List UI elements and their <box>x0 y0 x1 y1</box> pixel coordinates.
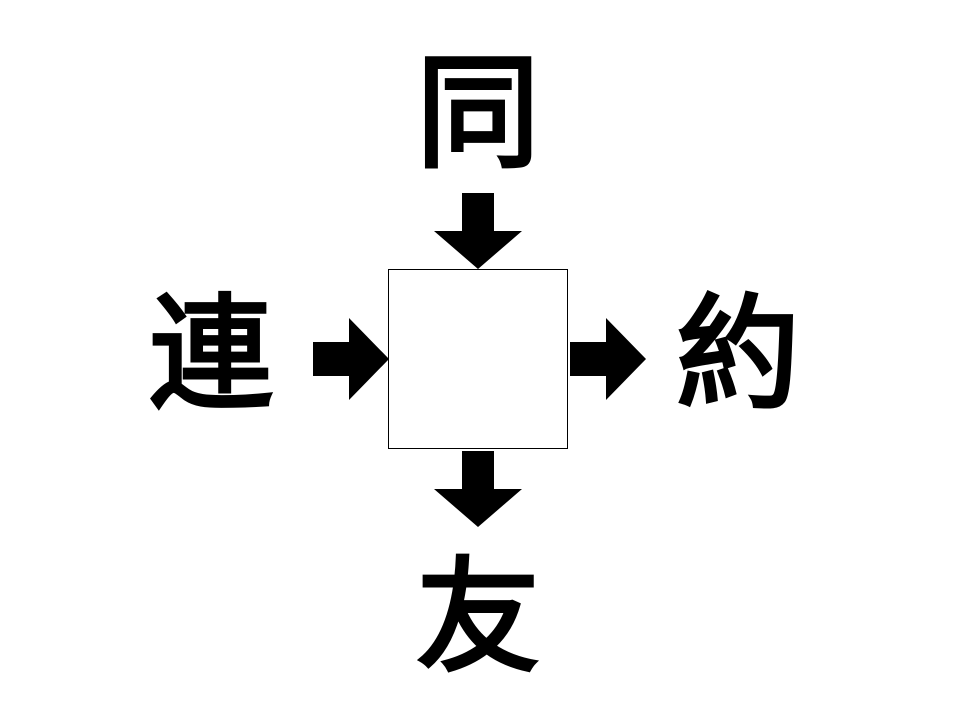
answer-box[interactable] <box>388 269 568 449</box>
kanji-left: 連 <box>148 283 273 427</box>
kanji-right: 約 <box>675 283 800 427</box>
arrow-down-icon <box>434 451 522 527</box>
arrow-down-icon <box>434 193 522 269</box>
arrow-right-icon <box>313 318 389 400</box>
kanji-top: 同 <box>415 42 540 186</box>
arrow-right-icon <box>570 318 646 400</box>
kanji-bottom: 友 <box>415 546 540 690</box>
